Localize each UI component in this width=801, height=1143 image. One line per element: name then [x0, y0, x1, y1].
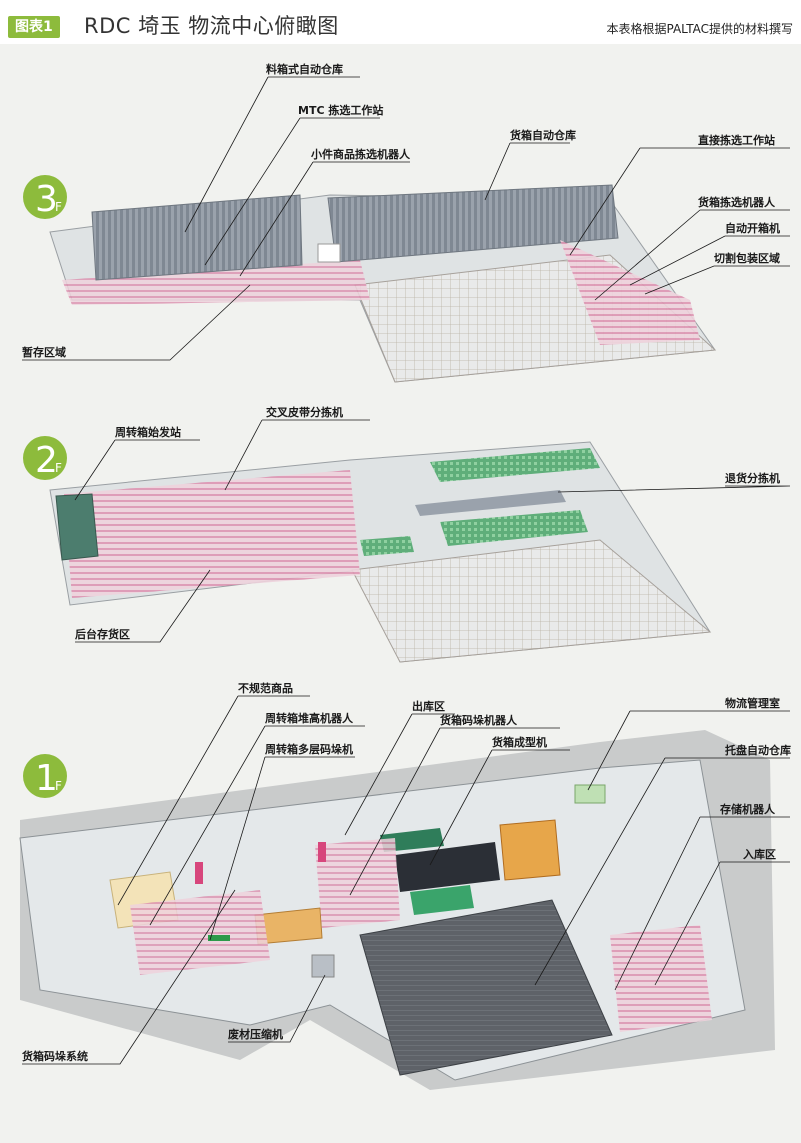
label-cross-belt-sorter: 交叉皮带分拣机 — [266, 405, 343, 419]
label-case-palletizing-robot: 货箱码垛机器人 — [439, 713, 518, 727]
figure-tag: 图表1 — [8, 16, 60, 38]
floor-2f-plan — [49, 441, 712, 663]
label-cut-pack-area: 切割包装区域 — [714, 251, 780, 265]
label-direct-pick-station: 直接拣选工作站 — [698, 133, 775, 147]
label-tote-asrs: 料箱式自动仓库 — [266, 62, 343, 76]
label-temp-storage: 暂存区域 — [22, 345, 66, 359]
callout-lines-2f — [74, 419, 791, 643]
label-control-room: 物流管理室 — [725, 696, 780, 710]
floor-badge-2f: 2 F — [23, 436, 67, 481]
page-title: RDC 埼玉 物流中心俯瞰图 — [84, 14, 339, 38]
label-backroom-storage: 后台存货区 — [75, 627, 130, 641]
svg-text:F: F — [55, 461, 62, 475]
label-return-sorter: 退货分拣机 — [725, 471, 780, 485]
label-irregular-goods: 不规范商品 — [238, 681, 293, 695]
callout-lines-1f — [22, 695, 790, 1065]
label-case-asrs: 货箱自动仓库 — [509, 128, 576, 142]
label-receiving-area: 入库区 — [743, 847, 776, 861]
label-shipping-area: 出库区 — [412, 699, 445, 713]
label-tote-stacker-robot: 周转箱堆高机器人 — [265, 711, 354, 725]
source-note: 本表格根据PALTAC提供的材料撰写 — [606, 22, 794, 36]
label-pallet-asrs: 托盘自动仓库 — [725, 743, 791, 757]
floor-1f-plan — [19, 730, 775, 1090]
label-auto-opener: 自动开箱机 — [725, 221, 780, 235]
label-waste-compactor: 废材压缩机 — [228, 1027, 283, 1041]
label-storage-robot: 存储机器人 — [720, 802, 776, 816]
label-tote-palletizer: 周转箱多层码垛机 — [265, 742, 353, 756]
svg-text:1: 1 — [35, 758, 58, 799]
svg-text:3: 3 — [35, 179, 58, 220]
svg-text:F: F — [55, 779, 62, 793]
label-case-palletizing-system: 货箱码垛系统 — [21, 1049, 88, 1063]
label-case-pick-robot: 货箱拣选机器人 — [697, 195, 776, 209]
label-tote-launch: 周转箱始发站 — [115, 425, 181, 439]
header: 图表1 RDC 埼玉 物流中心俯瞰图 本表格根据PALTAC提供的材料撰写 — [0, 0, 801, 44]
svg-text:F: F — [55, 200, 62, 214]
label-small-item-robot: 小件商品拣选机器人 — [310, 147, 411, 161]
svg-text:2: 2 — [35, 440, 58, 481]
label-case-former: 货箱成型机 — [491, 735, 547, 749]
label-mtc-station: MTC 拣选工作站 — [298, 103, 383, 117]
floor-3f-plan — [49, 184, 717, 383]
floor-badge-1f: 1 F — [23, 754, 67, 799]
floor-badge-3f: 3 F — [23, 175, 67, 220]
callout-lines-3f — [22, 76, 790, 361]
